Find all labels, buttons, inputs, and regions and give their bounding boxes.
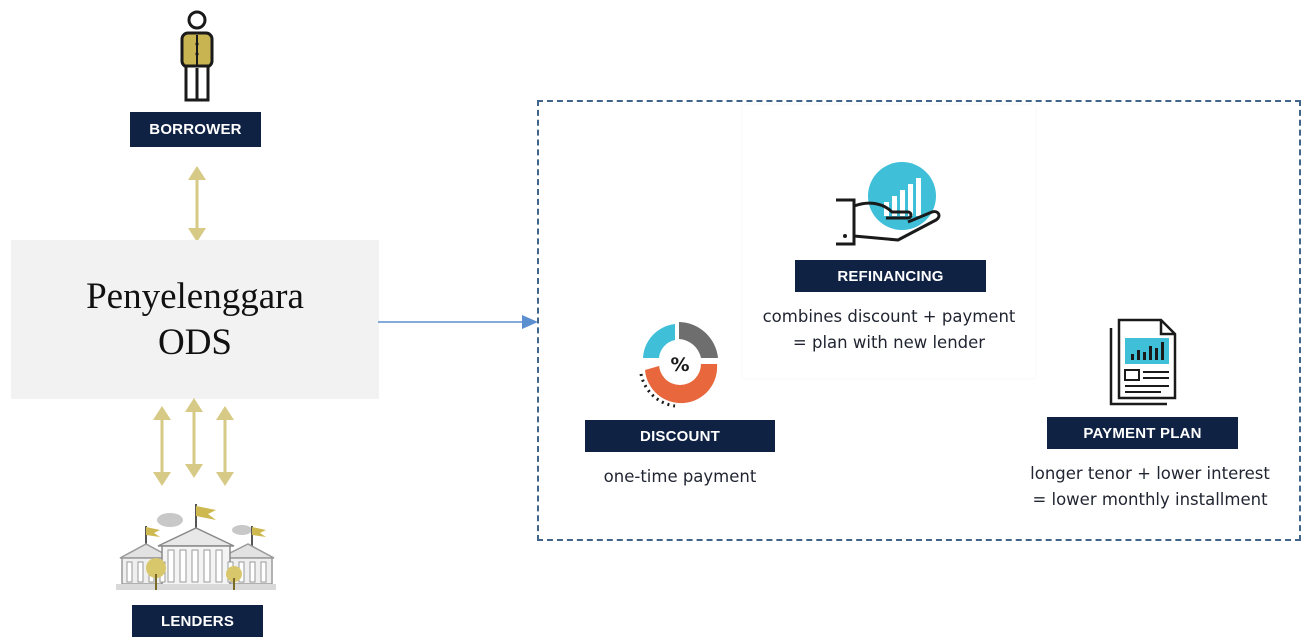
discount-badge: DISCOUNT: [585, 420, 775, 452]
central-title-line1: Penyelenggara: [86, 275, 304, 317]
discount-caption: one-time payment: [603, 467, 757, 486]
refinancing-caption-line2: = plan with new lender: [792, 333, 986, 352]
connector-arrow: [378, 315, 538, 329]
svg-text:%: %: [670, 354, 689, 376]
payment-plan-caption-line2: = lower monthly installment: [1032, 490, 1268, 509]
refinancing-caption-line1: combines discount + payment: [762, 307, 1016, 326]
hand-chart-icon: [836, 162, 941, 246]
person-icon: [180, 10, 214, 102]
central-title-line2: ODS: [157, 321, 233, 363]
percent-donut-icon: %: [639, 322, 718, 408]
refinancing-panel: [743, 105, 1035, 378]
borrower-badge: BORROWER: [130, 112, 261, 147]
refinancing-badge: REFINANCING: [795, 260, 986, 292]
lenders-badge: LENDERS: [132, 605, 263, 637]
payment-plan-caption-line1: longer tenor + lower interest: [1030, 464, 1270, 483]
repayment-options-group: [537, 100, 1301, 541]
central-platform-box: Penyelenggara ODS: [11, 240, 379, 399]
bank-icon: [116, 504, 276, 590]
payment-plan-badge: PAYMENT PLAN: [1047, 417, 1238, 449]
lenders-link-arrows: [153, 398, 234, 486]
borrower-link-arrow: [188, 166, 206, 242]
document-chart-icon: [1109, 318, 1177, 406]
